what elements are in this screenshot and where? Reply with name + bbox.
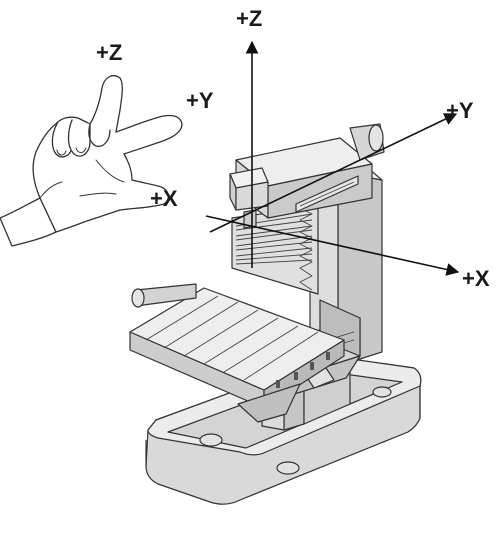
- fingernail: [75, 147, 87, 153]
- hand-outline: [32, 74, 183, 233]
- spindle-bellows: [231, 205, 319, 295]
- palm-crease: [95, 159, 125, 183]
- axis-z-label: +Z: [236, 6, 262, 31]
- leadscrew-end: [131, 288, 145, 308]
- little-finger-curl: [88, 123, 111, 147]
- axis-y-label: +Y: [446, 98, 474, 123]
- milling-machine: [129, 123, 422, 505]
- hand-x-label: +X: [150, 186, 178, 211]
- palm-crease: [79, 192, 117, 197]
- work-table: [129, 283, 345, 423]
- base-bolt-hole: [372, 386, 392, 398]
- right-hand-rule-hand: [0, 74, 183, 247]
- y-axis-line: [209, 113, 458, 233]
- axis-x-label: +X: [462, 266, 490, 291]
- t-slots: [145, 295, 319, 381]
- fingernail: [56, 149, 67, 156]
- hand-z-label: +Z: [96, 40, 122, 65]
- base-bolt-hole: [276, 461, 300, 475]
- coordinate-axes: [205, 40, 460, 276]
- motor-cap: [368, 124, 384, 152]
- wrist-crease: [39, 181, 63, 199]
- t-slot-ends: [276, 352, 330, 388]
- hand-y-label: +Y: [186, 88, 214, 113]
- base-bolt-hole: [199, 433, 223, 447]
- x-axis-line: [205, 215, 460, 276]
- spindle-head: [229, 123, 385, 219]
- middle-finger-curl: [67, 119, 91, 157]
